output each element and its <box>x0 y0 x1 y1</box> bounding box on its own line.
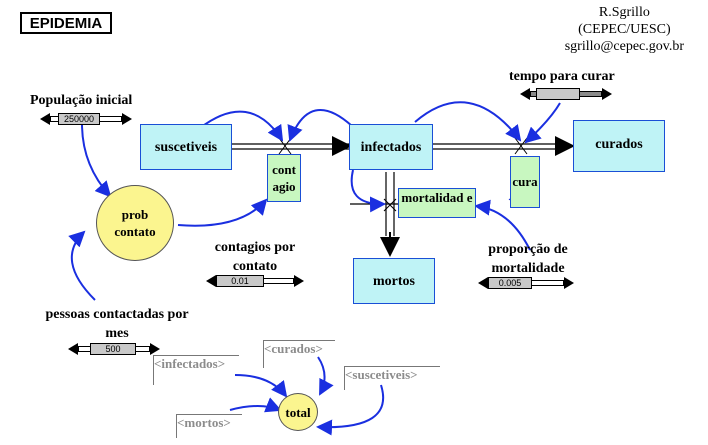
label-pessoas-contactadas: pessoas contactadas por mes <box>45 307 189 341</box>
author-block: R.Sgrillo (CEPEC/UESC) sgrillo@cepec.gov… <box>565 4 684 55</box>
slider-right-arrow-icon[interactable] <box>150 343 160 355</box>
slider-right-arrow-icon[interactable] <box>602 88 612 100</box>
stock-mortos[interactable]: mortos <box>353 258 435 304</box>
slider-left-arrow-icon[interactable] <box>206 275 216 287</box>
stock-curados[interactable]: curados <box>573 120 665 172</box>
slider-right-arrow-icon[interactable] <box>122 113 132 125</box>
slider-pessoas-contactadas[interactable]: 500 <box>68 343 160 355</box>
slider-value[interactable]: 250000 <box>58 113 100 125</box>
slider-left-arrow-icon[interactable] <box>68 343 78 355</box>
flow-contagio[interactable]: cont agio <box>267 154 301 202</box>
shadow-mortos[interactable]: <mortos> <box>176 414 242 438</box>
slider-tempo-para-curar[interactable] <box>520 88 612 100</box>
author-name: R.Sgrillo <box>598 5 650 20</box>
slider-left-arrow-icon[interactable] <box>478 277 488 289</box>
slider-value[interactable]: 0.005 <box>488 277 532 289</box>
flow-mortalidade[interactable]: mortalidad e <box>398 188 476 218</box>
stock-infectados[interactable]: infectados <box>349 124 433 170</box>
slider-left-arrow-icon[interactable] <box>520 88 530 100</box>
slider-populacao-inicial[interactable]: 250000 <box>40 113 132 125</box>
shadow-suscetiveis[interactable]: <suscetiveis> <box>344 366 440 390</box>
shadow-infectados[interactable]: <infectados> <box>153 355 239 385</box>
slider-value[interactable]: 500 <box>90 343 136 355</box>
label-contagios-por-contato: contagios por contato <box>214 240 296 274</box>
app-title: EPIDEMIA <box>20 12 112 34</box>
label-populacao-inicial: População inicial <box>30 93 133 108</box>
aux-prob-contato[interactable]: prob contato <box>96 185 174 261</box>
stock-suscetiveis[interactable]: suscetiveis <box>140 124 232 170</box>
label-proporcao-mortalidade: proporção de mortalidade <box>488 242 568 276</box>
slider-contagios-por-contato[interactable]: 0.01 <box>206 275 304 287</box>
author-email: sgrillo@cepec.gov.br <box>564 39 684 54</box>
slider-right-arrow-icon[interactable] <box>564 277 574 289</box>
slider-proporcao-mortalidade[interactable]: 0.005 <box>478 277 574 289</box>
slider-right-arrow-icon[interactable] <box>294 275 304 287</box>
aux-total[interactable]: total <box>278 393 318 431</box>
slider-left-arrow-icon[interactable] <box>40 113 50 125</box>
shadow-curados[interactable]: <curados> <box>263 340 335 368</box>
slider-thumb[interactable] <box>536 88 580 100</box>
flow-cura[interactable]: cura <box>510 156 540 208</box>
label-tempo-para-curar: tempo para curar <box>509 69 615 84</box>
author-org: (CEPEC/UESC) <box>578 22 671 37</box>
slider-value[interactable]: 0.01 <box>216 275 264 287</box>
